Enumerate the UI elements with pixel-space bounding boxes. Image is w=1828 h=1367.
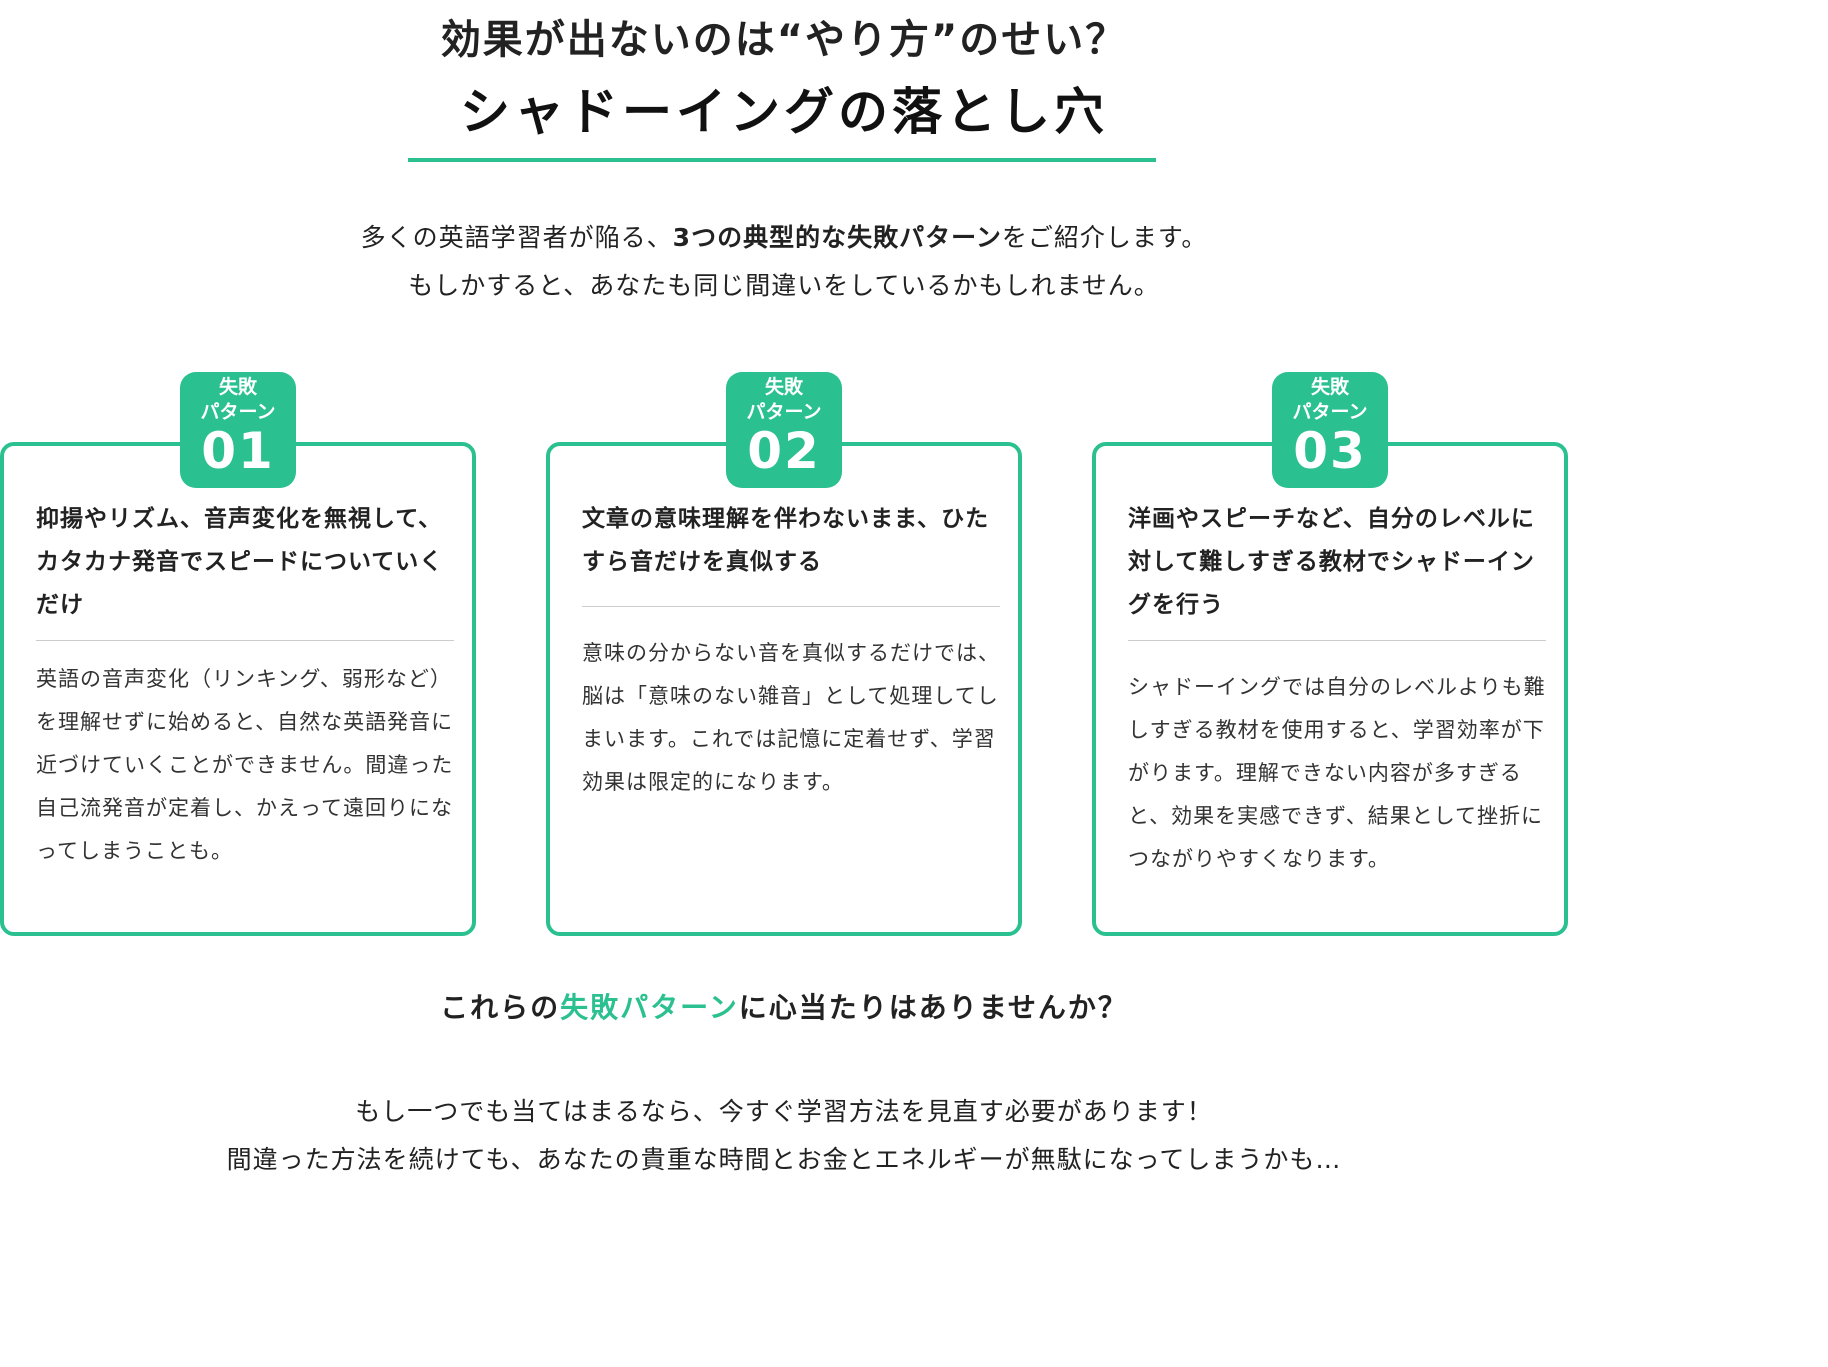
card-body: 意味の分からない音を真似するだけでは、脳は「意味のない雑音」として処理してしまい… — [582, 641, 1000, 794]
failure-pattern-card-3: 失敗 パターン 03 洋画やスピーチなど、自分のレベルに対して難しすぎる教材でシ… — [1092, 372, 1568, 936]
pattern-badge-3: 失敗 パターン 03 — [1272, 372, 1388, 488]
closing-text: もし一つでも当てはまるなら、今すぐ学習方法を見直す必要があります！ 間違った方法… — [0, 1088, 1568, 1184]
intro-text: 多くの英語学習者が陥る、3つの典型的な失敗パターンをご紹介します。 もしかすると… — [0, 214, 1568, 310]
intro-line-1-start: 多くの英語学習者が陥る、 — [360, 223, 673, 252]
card-body: シャドーイングでは自分のレベルよりも難しすぎる教材を使用すると、学習効率が下がり… — [1128, 675, 1546, 871]
badge-label: 失敗 パターン — [746, 376, 822, 423]
badge-number: 02 — [747, 422, 821, 480]
card-body: 英語の音声変化（リンキング、弱形など）を理解せずに始めると、自然な英語発音に近づ… — [36, 667, 454, 863]
card-divider — [582, 606, 1000, 607]
failure-pattern-card-1: 失敗 パターン 01 抑揚やリズム、音声変化を無視して、カタカナ発音でスピードに… — [0, 372, 476, 936]
section-header: 効果が出ないのは“やり方”のせい？ シャドーイングの落とし穴 — [0, 14, 1568, 144]
section-subtitle: 効果が出ないのは“やり方”のせい？ — [440, 17, 1128, 63]
card-divider — [1128, 640, 1546, 641]
badge-label: 失敗 パターン — [1292, 376, 1368, 423]
question-accent: 失敗パターン — [560, 991, 739, 1024]
question-heading: これらの失敗パターンに心当たりはありませんか？ — [0, 986, 1568, 1030]
question-start: これらの — [440, 991, 561, 1024]
badge-label: 失敗 パターン — [200, 376, 276, 423]
question-end: に心当たりはありませんか？ — [738, 991, 1128, 1024]
pattern-badge-2: 失敗 パターン 02 — [726, 372, 842, 488]
card-divider — [36, 640, 454, 641]
intro-line-1-emphasis: 3つの典型的な失敗パターン — [672, 223, 1002, 252]
section-title: シャドーイングの落とし穴 — [460, 83, 1108, 141]
intro-line-2: もしかすると、あなたも同じ間違いをしているかもしれません。 — [408, 271, 1160, 300]
badge-number: 01 — [201, 422, 275, 480]
card-title: 文章の意味理解を伴わないまま、ひたすら音だけを真似する — [582, 506, 990, 575]
intro-line-1: 多くの英語学習者が陥る、3つの典型的な失敗パターンをご紹介します。 — [0, 214, 1568, 262]
closing-line-2: 間違った方法を続けても、あなたの貴重な時間とお金とエネルギーが無駄になってしまう… — [226, 1145, 1342, 1174]
badge-number: 03 — [1293, 422, 1367, 480]
pattern-badge-1: 失敗 パターン 01 — [180, 372, 296, 488]
closing-line-1: もし一つでも当てはまるなら、今すぐ学習方法を見直す必要があります！ — [355, 1097, 1213, 1126]
title-underline — [408, 158, 1156, 162]
card-title: 洋画やスピーチなど、自分のレベルに対して難しすぎる教材でシャドーイングを行う — [1128, 506, 1535, 618]
intro-line-1-end: をご紹介します。 — [1001, 223, 1208, 252]
card-title: 抑揚やリズム、音声変化を無視して、カタカナ発音でスピードについていくだけ — [36, 506, 444, 618]
failure-pattern-card-2: 失敗 パターン 02 文章の意味理解を伴わないまま、ひたすら音だけを真似する 意… — [546, 372, 1022, 936]
